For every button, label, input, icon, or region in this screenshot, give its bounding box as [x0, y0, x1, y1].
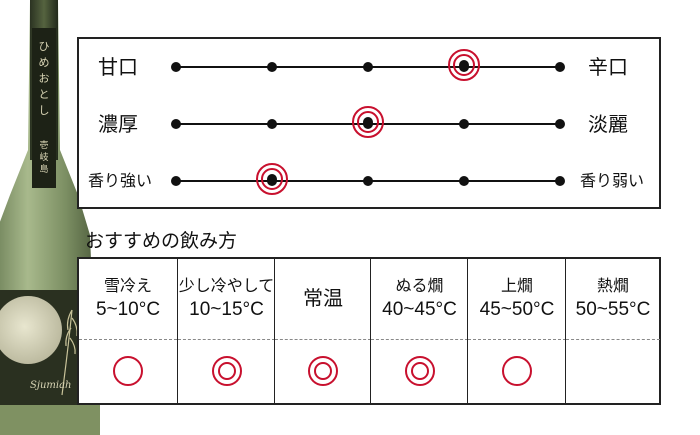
taste-scale-dot [459, 176, 469, 186]
suitability-cell [178, 340, 275, 402]
temperature-column: 熱燗 50~55°C [565, 259, 660, 403]
taste-scale-dot [555, 62, 565, 72]
temperature-column: 上燗 45~50°C [467, 259, 566, 403]
taste-scale-dot [171, 176, 181, 186]
temperature-header: 雪冷え 5~10°C [79, 259, 177, 339]
temperature-name: ぬる燗 [395, 278, 444, 295]
temperature-header: 常温 [275, 259, 371, 339]
serving-temperature-table: 雪冷え 5~10°C 少し冷やして 10~15°C 常温 ぬる燗 40~45°C 上燗 45~5… [77, 257, 661, 405]
temperature-column: 雪冷え 5~10°C [79, 259, 177, 403]
dashed-divider [275, 339, 371, 340]
temperature-column: ぬる燗 40~45°C [370, 259, 468, 403]
temperature-name: 雪冷え [103, 278, 152, 295]
svg-text:と: と [39, 88, 50, 101]
temperature-header: 熱燗 50~55°C [566, 259, 660, 339]
taste-right-label: 香り弱い [580, 171, 645, 190]
svg-text:め: め [39, 56, 50, 69]
good-circle-icon [113, 356, 143, 386]
taste-scale-dot [267, 62, 277, 72]
temperature-name: 上燗 [500, 278, 533, 295]
taste-scale-dot [363, 62, 373, 72]
dashed-divider [468, 339, 566, 340]
suitability-cell [275, 340, 371, 402]
taste-left-label: 濃厚 [98, 112, 138, 136]
taste-level-marker [351, 105, 385, 143]
taste-scale-dot [555, 119, 565, 129]
suitability-cell [371, 340, 468, 402]
temperature-range: 50~55°C [575, 299, 651, 320]
temperature-name: 常温 [303, 288, 343, 310]
suitability-cell [468, 340, 566, 402]
taste-scale-dot [171, 62, 181, 72]
bottle-brand-text: ひ [39, 40, 50, 53]
taste-right-label: 淡麗 [588, 112, 628, 136]
temperature-header: 少し冷やして 10~15°C [178, 259, 275, 339]
temperature-range: 5~10°C [95, 299, 161, 320]
temperature-header: ぬる燗 40~45°C [371, 259, 468, 339]
taste-left-label: 甘口 [98, 55, 138, 79]
svg-text:島: 島 [39, 163, 48, 175]
dashed-divider [371, 339, 468, 340]
rice-plant-icon [61, 309, 78, 396]
best-double-circle-icon [211, 356, 242, 386]
dashed-divider [566, 339, 660, 340]
temperature-range: 10~15°C [189, 299, 264, 320]
recommended-serving-title: おすすめの飲み方 [85, 230, 238, 252]
taste-scale-dot [555, 176, 565, 186]
taste-level-marker [447, 48, 481, 86]
best-double-circle-icon [308, 356, 338, 386]
temperature-header: 上燗 45~50°C [468, 259, 566, 339]
good-circle-icon [502, 356, 532, 386]
svg-text:岐: 岐 [39, 151, 48, 163]
best-double-circle-icon [404, 356, 435, 386]
temperature-range: 45~50°C [479, 299, 555, 320]
dashed-divider [79, 339, 177, 340]
taste-scale-dot [267, 119, 277, 129]
temperature-column: 少し冷やして 10~15°C [177, 259, 275, 403]
taste-scale-dot [459, 119, 469, 129]
dashed-divider [178, 339, 275, 340]
bottle-script-text: Sjumiah [30, 380, 71, 391]
taste-right-label: 辛口 [588, 55, 628, 79]
svg-text:壱: 壱 [39, 139, 48, 151]
temperature-column: 常温 [274, 259, 371, 403]
svg-text:し: し [39, 104, 50, 117]
taste-level-marker [255, 162, 289, 200]
taste-scale-dot [363, 176, 373, 186]
temperature-range: 40~45°C [382, 299, 457, 320]
taste-scale-dot [171, 119, 181, 129]
temperature-name: 熱燗 [596, 278, 629, 295]
moon-icon [0, 296, 62, 364]
temperature-name: 少し冷やして [178, 278, 275, 295]
suitability-cell [566, 340, 660, 402]
taste-left-label: 香り強い [88, 171, 153, 190]
suitability-cell [79, 340, 177, 402]
svg-text:お: お [39, 72, 50, 85]
